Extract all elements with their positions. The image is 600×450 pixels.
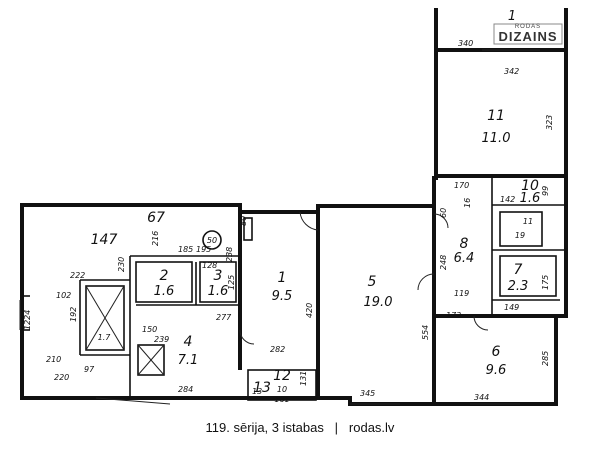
- dim-342: 342: [504, 67, 519, 76]
- dim-239: 239: [154, 335, 169, 344]
- interior-walls: [22, 174, 568, 402]
- caption-site[interactable]: rodas.lv: [348, 420, 395, 435]
- room-6-area: 9.6: [486, 363, 507, 378]
- room-13-number: 13: [253, 380, 271, 396]
- dim-142: 142: [500, 195, 515, 204]
- room-8-area: 6.4: [454, 251, 475, 266]
- dim-125: 125: [227, 275, 236, 290]
- room-4-number: 4: [184, 334, 193, 350]
- caption-series: 119. sērija, 3 istabas: [205, 420, 324, 435]
- logo: RODAS DIZAINS: [493, 23, 563, 45]
- dim-230: 230: [117, 257, 126, 272]
- room-12-number: 12: [273, 368, 291, 384]
- windows: [19, 49, 540, 405]
- room-1-area: 9.5: [272, 289, 293, 304]
- room-10-area: 1.6: [520, 191, 541, 206]
- room-6-number: 6: [492, 344, 501, 360]
- plan-caption: 119. sērija, 3 istabas | rodas.lv: [0, 420, 600, 435]
- dim-149: 149: [504, 303, 519, 312]
- room-10-number: 10: [521, 178, 539, 194]
- box-10-label: 10: [277, 385, 287, 394]
- dim-248: 248: [439, 255, 448, 270]
- dim-60: 60: [439, 208, 448, 218]
- room-7-number: 7: [514, 262, 523, 278]
- room-7-area: 2.3: [508, 279, 529, 294]
- room-labels: 1 9.5 2 1.6 3 1.6 4 7.1 5 19.0 6 9.6 7 2…: [154, 9, 541, 396]
- dim-216: 216: [151, 231, 160, 246]
- dim-340: 340: [458, 39, 473, 48]
- dim-128: 128: [202, 261, 217, 270]
- room-1-number: 1: [278, 270, 287, 286]
- room-3-area: 1.6: [208, 284, 229, 299]
- dim-173: 173: [446, 311, 461, 320]
- dim-131: 131: [299, 371, 308, 386]
- room-2-number: 2: [160, 268, 169, 284]
- logo-top-text: RODAS: [515, 24, 541, 30]
- box-161-label: 161: [274, 395, 289, 404]
- dim-192: 192: [69, 307, 78, 322]
- hatch-label: 50: [207, 236, 217, 245]
- stair-main-label: 147: [91, 232, 118, 248]
- dim-170: 170: [454, 181, 469, 190]
- dim-285: 285: [541, 351, 550, 366]
- dim-220: 220: [54, 373, 69, 382]
- dim-420: 420: [305, 303, 314, 318]
- dimension-labels: 340 342 323 170 99 16 142 195 248 119 14…: [23, 39, 554, 402]
- box-11-label: 11: [523, 217, 533, 226]
- dim-80: 80: [239, 216, 248, 226]
- dim-13: 13: [252, 387, 262, 396]
- dim-175: 175: [541, 275, 550, 290]
- room-2-area: 1.6: [154, 284, 175, 299]
- dim-150: 150: [142, 325, 157, 334]
- room-11-number: 11: [487, 108, 505, 124]
- sm-19-label: 19: [515, 231, 525, 240]
- floor-plan: RODAS DIZAINS 1 9.5 2 1.6 3 1.6 4 7.1 5 …: [19, 8, 568, 406]
- dim-210: 210: [46, 355, 61, 364]
- doors: [239, 211, 489, 345]
- dim-119: 119: [454, 289, 469, 298]
- dim-345: 345: [360, 389, 375, 398]
- room-3-number: 3: [214, 268, 223, 284]
- dim-282: 282: [270, 345, 285, 354]
- dim-102: 102: [56, 291, 71, 300]
- room-5-number: 5: [368, 274, 377, 290]
- room-8-number: 8: [460, 236, 469, 252]
- elev-label: 1.7: [98, 333, 112, 342]
- stair-top-label: 67: [147, 210, 165, 226]
- dim-99: 99: [541, 186, 550, 196]
- outer-walls: [20, 8, 568, 406]
- top-room-number: 1: [508, 9, 516, 24]
- caption-separator: |: [334, 420, 339, 435]
- dim-1224: 1224: [23, 310, 32, 330]
- dim-238: 238: [225, 247, 234, 262]
- dim-185: 185: [178, 245, 193, 254]
- room-11-area: 11.0: [482, 131, 511, 146]
- logo-main-text: DIZAINS: [499, 29, 558, 44]
- dim-554: 554: [421, 325, 430, 340]
- dim-284: 284: [178, 385, 193, 394]
- dim-344: 344: [474, 393, 489, 402]
- dim-195: 195: [196, 245, 211, 254]
- dim-97: 97: [84, 365, 95, 374]
- dim-16: 16: [463, 198, 472, 208]
- dim-323: 323: [545, 115, 554, 130]
- misc-labels: 147 67 50 1.7 10 161 11 19: [91, 210, 533, 404]
- room-4-area: 7.1: [178, 353, 199, 368]
- room-5-area: 19.0: [364, 295, 393, 310]
- dim-277: 277: [216, 313, 232, 322]
- dim-222: 222: [70, 271, 85, 280]
